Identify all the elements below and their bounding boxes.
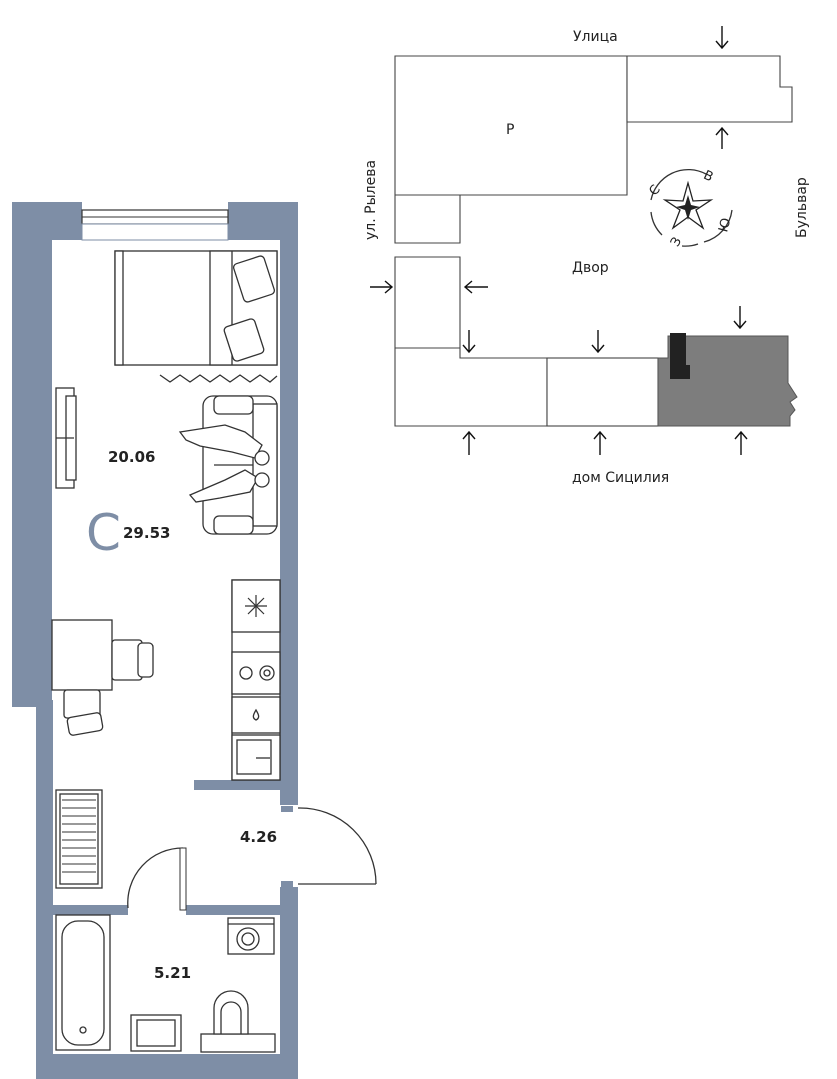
direction-arrows: [370, 26, 748, 455]
bathroom-sink-icon: [130, 1014, 182, 1052]
highlighted-building: [657, 335, 798, 427]
wardrobe-icon: [55, 789, 103, 889]
stove-icon: [231, 651, 281, 695]
label-boulevard: Бульвар: [794, 177, 810, 238]
entrance-door[interactable]: [281, 806, 377, 887]
bathroom-door[interactable]: [127, 847, 187, 911]
dishwasher-icon: [231, 734, 281, 781]
compass-west: З: [668, 235, 685, 250]
room-area-hall: 4.26: [240, 828, 277, 846]
apartment-type-letter: С: [86, 504, 121, 562]
sofa-icon: [202, 395, 278, 535]
toilet-icon: [200, 990, 276, 1053]
compass-east: В: [701, 168, 715, 185]
label-sicily-house: дом Сицилия: [572, 470, 669, 486]
apartment-walls: [12, 202, 298, 1079]
room-area-bathroom: 5.21: [154, 964, 191, 982]
compass-south: Ю: [716, 216, 734, 233]
compass-north: С: [646, 182, 663, 199]
room-area-living: 20.06: [108, 448, 155, 466]
label-street: Улица: [573, 29, 618, 45]
label-parking: Р: [506, 122, 514, 138]
site-plan: С В Ю З Улица Р ул. Рылева Бульвар Двор …: [363, 26, 810, 486]
label-rylev-street: ул. Рылева: [363, 160, 379, 240]
people-icon: [178, 424, 270, 503]
kitchen-counter: [231, 579, 281, 781]
fridge-icon: [231, 579, 281, 633]
tv-stand-icon: [55, 387, 77, 489]
total-area: 29.53: [123, 524, 170, 542]
rug-icon: [159, 374, 278, 383]
bathtub-icon: [55, 914, 111, 1051]
bed-icon: [114, 250, 278, 366]
desk-icon: [51, 619, 154, 736]
window: [81, 209, 229, 241]
compass-icon: С В Ю З: [646, 168, 734, 249]
sink-icon: [231, 696, 281, 734]
label-yard: Двор: [572, 260, 609, 276]
washing-machine-icon: [227, 917, 275, 955]
